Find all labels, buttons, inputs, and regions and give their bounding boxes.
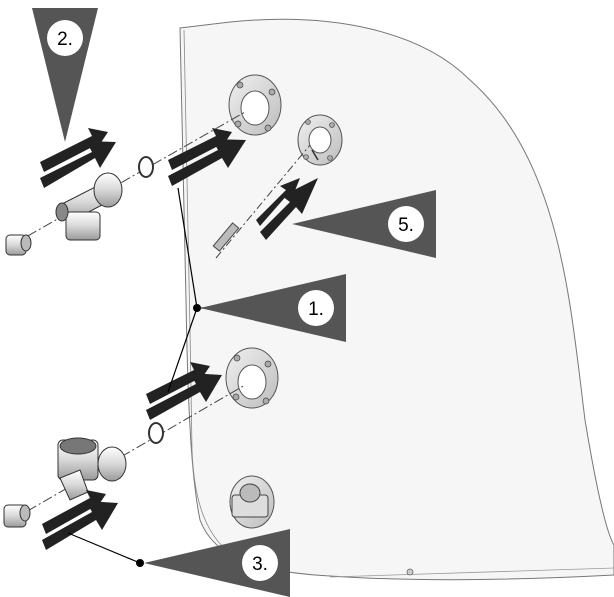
- upper-tee-fitting: [11, 111, 246, 246]
- direction-arrow: [146, 362, 222, 420]
- direction-arrow: [168, 128, 246, 186]
- callout-step-5-label: 5.: [398, 215, 414, 236]
- drain-fitting: [229, 475, 275, 529]
- callout-step-5: 5.: [292, 190, 436, 258]
- callout-step-3: 3.: [144, 529, 290, 597]
- direction-arrow: [40, 128, 116, 188]
- direction-arrow: [42, 490, 118, 550]
- lower-tee-fitting: [11, 384, 246, 521]
- lower-valve: [3, 504, 31, 528]
- upper-flange: [228, 74, 282, 136]
- sensor-probe: [212, 144, 311, 259]
- lower-flange: [225, 347, 279, 409]
- callout-step-2-label: 2.: [57, 29, 73, 50]
- callout-step-1: 1.: [200, 274, 346, 342]
- callout-step-1-label: 1.: [308, 299, 324, 320]
- direction-arrow: [256, 178, 318, 240]
- tank-shell: [179, 18, 614, 581]
- sensor-well: [297, 114, 343, 166]
- upper-plug: [5, 234, 32, 256]
- callout-step-2: 2.: [32, 8, 98, 142]
- callout-step-3-label: 3.: [252, 554, 268, 575]
